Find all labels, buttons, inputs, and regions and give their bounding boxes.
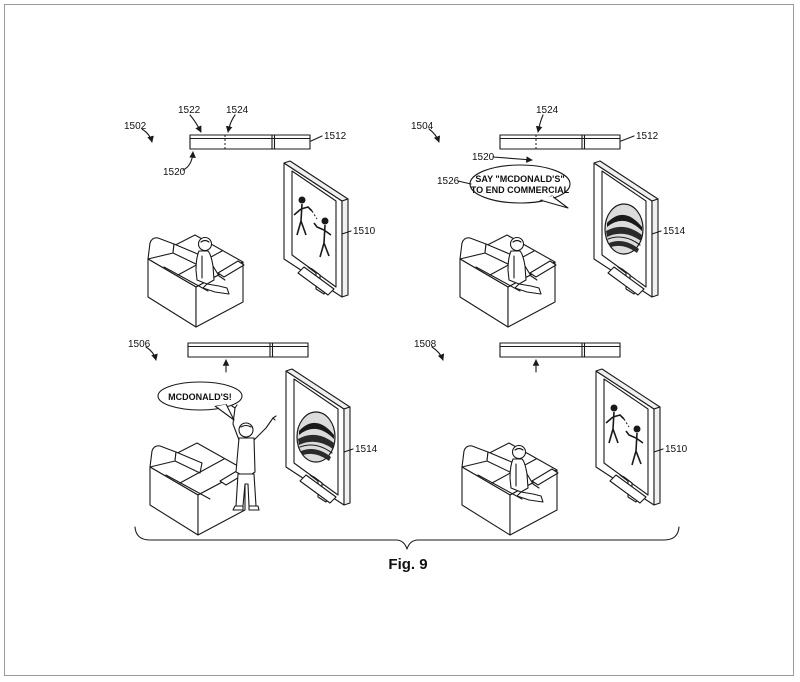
ref-label-bar-left: 1522 xyxy=(178,105,201,116)
ref-label-panel: 1506 xyxy=(128,339,151,350)
progress-bar xyxy=(189,134,311,150)
couch xyxy=(459,234,557,328)
ref-label-panel: 1502 xyxy=(124,121,147,132)
progress-bar xyxy=(499,342,621,358)
ref-label-display: 1514 xyxy=(663,226,686,237)
tv-display xyxy=(595,368,661,506)
ref-label-display: 1514 xyxy=(355,444,378,455)
grouping-brace xyxy=(134,526,680,550)
bubble-line-1: MCDONALD'S! xyxy=(168,392,232,402)
progress-bar xyxy=(187,342,309,358)
ref-label-bubble: 1526 xyxy=(437,176,460,187)
panel-1502: 1502 1522 1524 1512 1520 1510 xyxy=(124,105,376,328)
screen-burger xyxy=(604,203,644,255)
ref-label-bar-mid: 1524 xyxy=(226,105,249,116)
ref-label-bar-marker: 1520 xyxy=(163,167,186,178)
ref-label-bar-end: 1512 xyxy=(636,131,659,142)
couch xyxy=(461,442,559,536)
bubble-line-1: SAY "MCDONALD'S" xyxy=(475,174,564,184)
panel-1506: 1506 MCDONALD'S! 1514 xyxy=(128,339,378,536)
screen-burger xyxy=(296,411,336,463)
bubble-line-2: TO END COMMERCIAL xyxy=(471,185,570,195)
standing-person xyxy=(231,404,277,511)
ref-label-panel: 1508 xyxy=(414,339,437,350)
ref-label-bar-mid: 1524 xyxy=(536,105,559,116)
couch xyxy=(147,234,245,328)
ref-label-panel: 1504 xyxy=(411,121,434,132)
ref-label-display: 1510 xyxy=(353,226,376,237)
ref-label-bar-end: 1512 xyxy=(324,131,347,142)
couch xyxy=(149,442,247,536)
panel-1508: 1508 1510 xyxy=(414,339,688,536)
page-border xyxy=(4,4,794,676)
figure-caption: Fig. 9 xyxy=(388,556,427,573)
ref-label-display: 1510 xyxy=(665,444,688,455)
panel-1504: 1504 1524 1512 1520 SAY "MCDONALD'S" TO … xyxy=(411,105,686,328)
speech-bubble xyxy=(469,164,571,204)
ref-label-bar-marker: 1520 xyxy=(472,152,495,163)
tv-display xyxy=(283,160,349,298)
progress-bar xyxy=(499,134,621,150)
